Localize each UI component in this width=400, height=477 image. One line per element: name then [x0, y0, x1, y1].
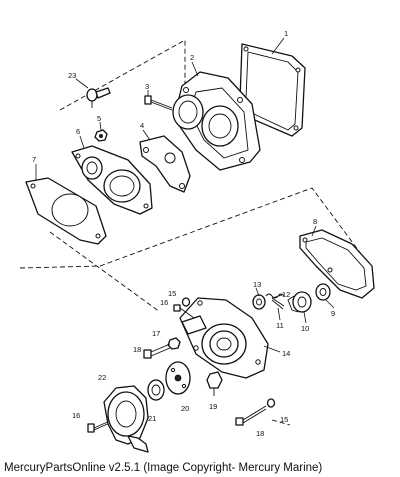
gasket-part-8[interactable]: [299, 229, 375, 299]
spring-part-12[interactable]: [265, 293, 285, 299]
callout-11: 11: [276, 321, 284, 330]
washer-part-15-upper[interactable]: [181, 297, 191, 307]
fitting-part-19[interactable]: [206, 371, 223, 396]
callout-5: 5: [97, 114, 101, 123]
callout-20: 20: [181, 404, 189, 413]
exploded-parts-diagram: 1 2 3 4 5 6 7 23 8 9 10 11 12 13 14 15 1…: [19, 29, 375, 453]
washer-part-15-lower[interactable]: [266, 398, 276, 408]
washer-part-21[interactable]: [147, 379, 165, 401]
callout-16-upper: 16: [160, 298, 168, 307]
cap-part-22[interactable]: [103, 385, 149, 453]
callout-17: 17: [152, 329, 160, 338]
screw-part-11[interactable]: [271, 297, 285, 310]
bolt-part-18-left[interactable]: [143, 343, 171, 359]
bolt-part-3[interactable]: [144, 95, 173, 111]
gasket-part-7[interactable]: [25, 177, 107, 245]
washer-part-13[interactable]: [252, 294, 266, 310]
nut-part-17[interactable]: [167, 337, 181, 350]
cup-part-10[interactable]: [287, 291, 312, 313]
callout-9: 9: [331, 309, 335, 318]
bolt-part-18-right[interactable]: [235, 405, 267, 426]
callout-8: 8: [313, 217, 317, 226]
callout-22: 22: [98, 373, 106, 382]
assembly-guide-lines: [19, 39, 371, 426]
callout-numbers: 1 2 3 4 5 6 7 23 8 9 10 11 12 13 14 15 1…: [32, 29, 335, 438]
callout-4: 4: [140, 121, 144, 130]
callout-10: 10: [301, 324, 309, 333]
callout-14: 14: [282, 349, 290, 358]
callout-16-lower: 16: [72, 411, 80, 420]
callout-15-upper: 15: [168, 289, 176, 298]
callout-21: 21: [148, 414, 156, 423]
callout-12: 12: [282, 290, 290, 299]
image-copyright-caption: MercuryPartsOnline v2.5.1 (Image Copyrig…: [4, 462, 323, 474]
callout-15-lower: 15: [280, 415, 288, 424]
callout-1: 1: [284, 29, 288, 38]
callout-13: 13: [253, 280, 261, 289]
screw-part-16-upper[interactable]: [173, 304, 195, 319]
leader-lines: [35, 37, 335, 353]
callout-18-right: 18: [256, 429, 264, 438]
fitting-part-23[interactable]: [86, 87, 111, 108]
callout-19: 19: [209, 402, 217, 411]
plate-part-4[interactable]: [139, 135, 191, 193]
pump-body-part-6[interactable]: [71, 145, 153, 215]
callout-3: 3: [145, 82, 149, 91]
callout-2: 2: [190, 53, 194, 62]
housing-cover-part-2[interactable]: [172, 71, 261, 171]
callout-23: 23: [68, 71, 76, 80]
nut-part-5[interactable]: [94, 129, 108, 142]
pump-housing-part-14[interactable]: [179, 297, 269, 379]
seal-part-9[interactable]: [315, 283, 331, 301]
callout-6: 6: [76, 127, 80, 136]
plate-part-20[interactable]: [165, 361, 191, 395]
callout-18-left: 18: [133, 345, 141, 354]
callout-7: 7: [32, 155, 36, 164]
